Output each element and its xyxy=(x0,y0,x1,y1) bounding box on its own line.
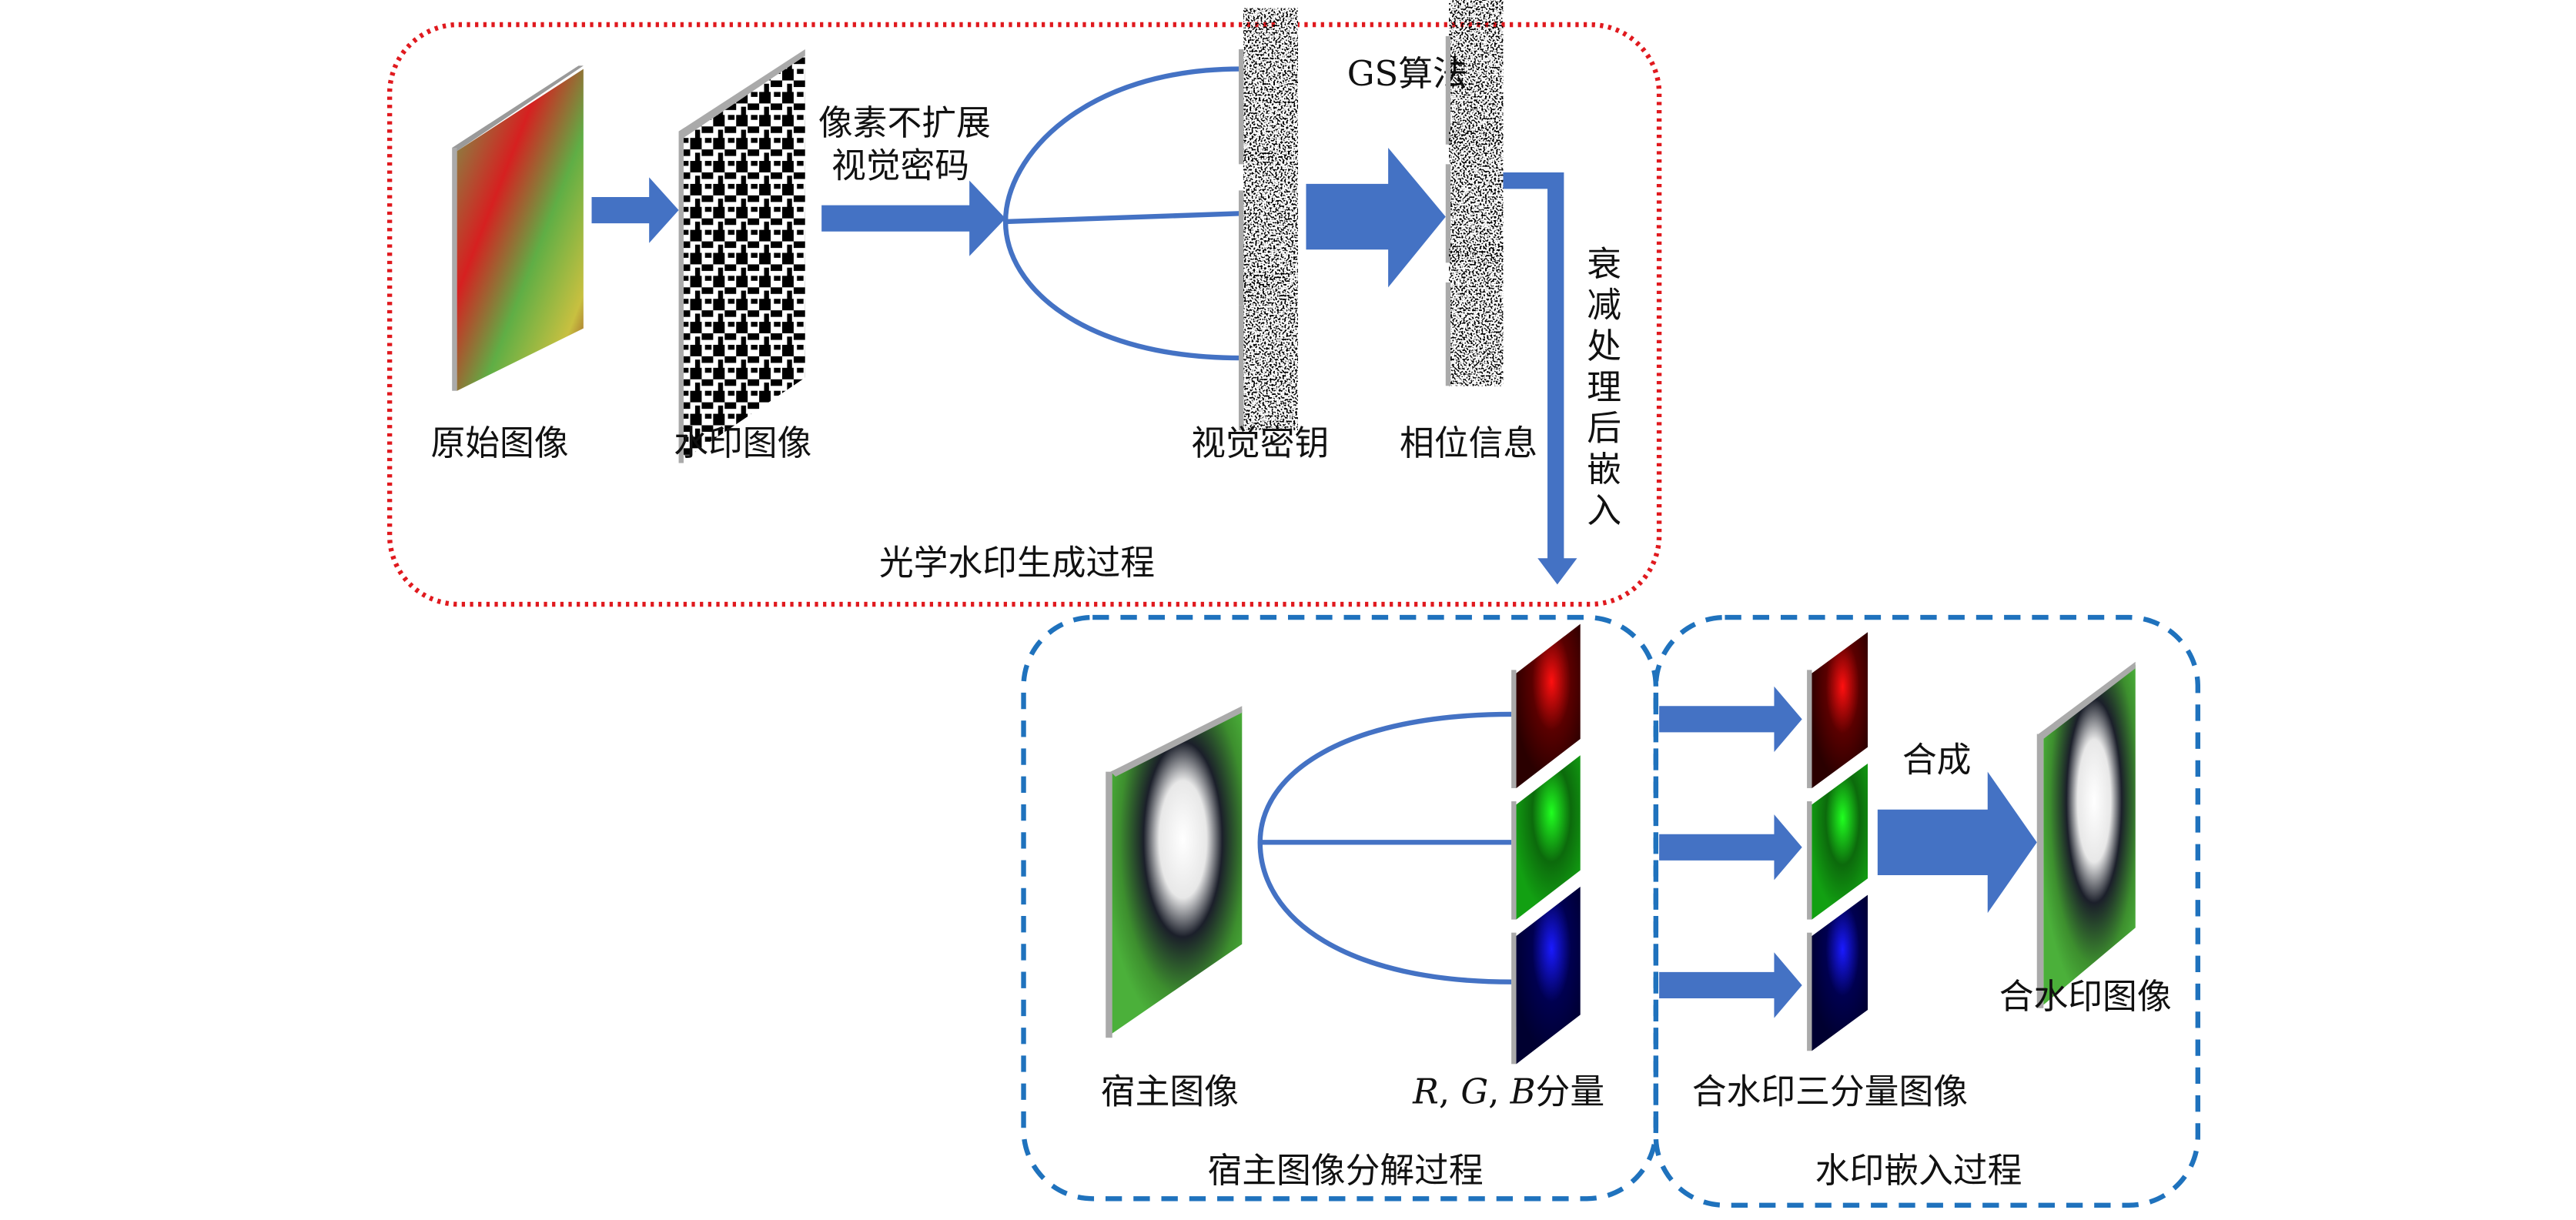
original-image-panel xyxy=(452,65,584,391)
visual-key-panel xyxy=(1239,151,1298,306)
phase-panel xyxy=(1445,128,1504,263)
decomposition-title: 宿主图像分解过程 xyxy=(1207,1150,1483,1191)
generation-title: 光学水印生成过程 xyxy=(879,543,1155,583)
visual-key-panels xyxy=(1239,8,1298,430)
visual-key-panel xyxy=(1239,8,1298,165)
combine-arrow xyxy=(1877,771,2037,914)
watermarked-blue-panel xyxy=(1807,894,1868,1051)
watermarked-red-panel xyxy=(1807,632,1868,788)
visual-keys-label: 视觉密钥 xyxy=(1191,423,1329,463)
visual-key-panel xyxy=(1239,272,1298,430)
phase-panel xyxy=(1445,0,1504,145)
original-image-label: 原始图像 xyxy=(430,423,568,463)
watermarked-green-panel xyxy=(1807,763,1868,920)
watermarked-image-label: 合水印图像 xyxy=(1999,976,2172,1017)
combine-label: 合成 xyxy=(1902,740,1972,780)
vc-label-line1: 像素不扩展 xyxy=(818,102,991,143)
svg-text:衰: 衰 xyxy=(1587,243,1621,284)
attenuate-embed-label: 衰 减 处 理 后 嵌 入 xyxy=(1587,243,1621,530)
phase-info-label: 相位信息 xyxy=(1400,423,1537,463)
svg-text:减: 减 xyxy=(1587,285,1621,326)
watermarked-component-panels xyxy=(1807,632,1868,1051)
embed-arrow-b xyxy=(1659,952,1802,1018)
attenuate-embed-arrow xyxy=(1503,172,1577,585)
gs-arrow xyxy=(1306,147,1446,288)
watermark-image-label: 水印图像 xyxy=(674,423,811,463)
svg-text:处: 处 xyxy=(1587,326,1621,366)
red-component-panel xyxy=(1511,623,1581,788)
vc-label-line2: 视觉密码 xyxy=(831,145,969,186)
host-image-panel xyxy=(1106,706,1243,1038)
decomposition-region-border xyxy=(1021,614,1659,1202)
arrow-watermark-to-keys xyxy=(821,180,1006,256)
embedding-region-border xyxy=(1653,614,2201,1208)
rgb-component-panels xyxy=(1511,623,1581,1065)
phase-info-panels xyxy=(1445,0,1504,386)
embed-arrow-r xyxy=(1659,686,1802,753)
phase-panel xyxy=(1445,246,1504,386)
green-component-panel xyxy=(1511,755,1581,920)
rgb-components-label: R, G, B分量 xyxy=(1412,1071,1604,1112)
svg-text:嵌: 嵌 xyxy=(1587,449,1621,490)
svg-text:后: 后 xyxy=(1587,408,1621,449)
watermarked-image-panel xyxy=(2036,661,2136,1008)
embed-arrow-g xyxy=(1659,814,1802,881)
host-image-label: 宿主图像 xyxy=(1101,1071,1239,1112)
embedding-title: 水印嵌入过程 xyxy=(1815,1150,2022,1191)
svg-text:入: 入 xyxy=(1587,490,1621,530)
three-component-label: 合水印三分量图像 xyxy=(1692,1071,1968,1112)
watermark-qr-panel xyxy=(678,48,805,463)
decompose-connector xyxy=(1257,711,1512,984)
arrow-original-to-watermark xyxy=(591,177,679,243)
svg-text:理: 理 xyxy=(1587,366,1621,407)
split-connector xyxy=(1002,66,1241,361)
blue-component-panel xyxy=(1511,886,1581,1065)
